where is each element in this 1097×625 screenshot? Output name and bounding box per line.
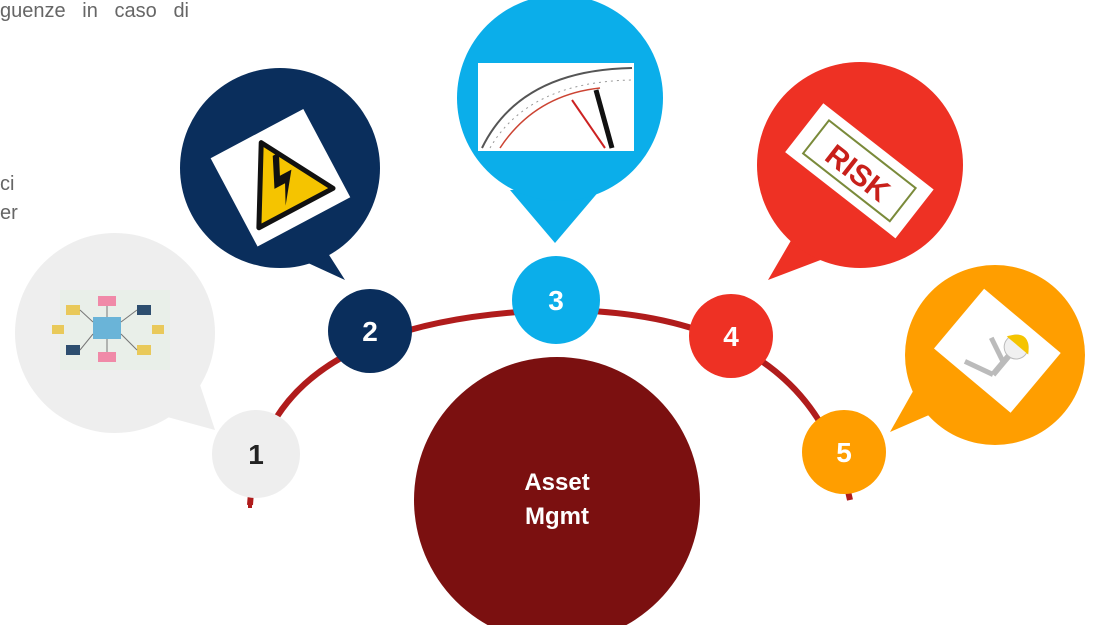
flowchart-icon [52, 290, 170, 370]
step-number-3: 3 [548, 285, 564, 316]
worker-hardhat-icon [933, 288, 1061, 413]
step-number-2: 2 [362, 316, 378, 347]
clock-dial-icon [478, 63, 634, 151]
step-number-1: 1 [248, 439, 264, 470]
center-label-line1: Asset [524, 469, 589, 496]
step-circle-4: 4 [689, 294, 773, 378]
step-circle-1: 1 [212, 410, 300, 498]
step-5-bubble [890, 265, 1085, 445]
center-label-line2: Mgmt [525, 503, 589, 530]
body-text-fragment-ci: ci [0, 173, 15, 195]
step-number-5: 5 [836, 437, 852, 468]
body-text-fragment-er: er [0, 202, 18, 224]
step-1-bubble [15, 233, 215, 433]
step-circle-3: 3 [512, 256, 600, 344]
step-2-bubble [180, 68, 380, 280]
high-voltage-warning-icon [210, 108, 351, 247]
center-circle: Asset Mgmt [414, 357, 700, 625]
step-circle-2: 2 [328, 289, 412, 373]
body-text-fragment-top: guenze in caso di [0, 0, 190, 22]
step-4-bubble: RISK [757, 62, 963, 280]
step-number-4: 4 [723, 321, 739, 352]
step-3-bubble [457, 0, 663, 243]
step-circle-5: 5 [802, 410, 886, 494]
